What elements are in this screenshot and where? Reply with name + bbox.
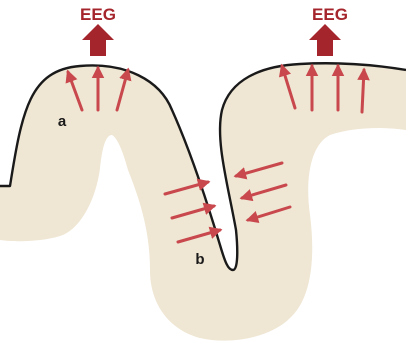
region-b-label: b [195, 251, 204, 268]
eeg-arrow-right-icon [309, 24, 341, 56]
eeg-label-right: EEG [312, 5, 348, 24]
region-a-label: a [58, 113, 67, 130]
eeg-arrow-left-icon [82, 24, 114, 56]
eeg-label-left: EEG [80, 5, 116, 24]
cortex-tissue [0, 63, 406, 340]
dipole-arrow-icon [362, 70, 364, 112]
